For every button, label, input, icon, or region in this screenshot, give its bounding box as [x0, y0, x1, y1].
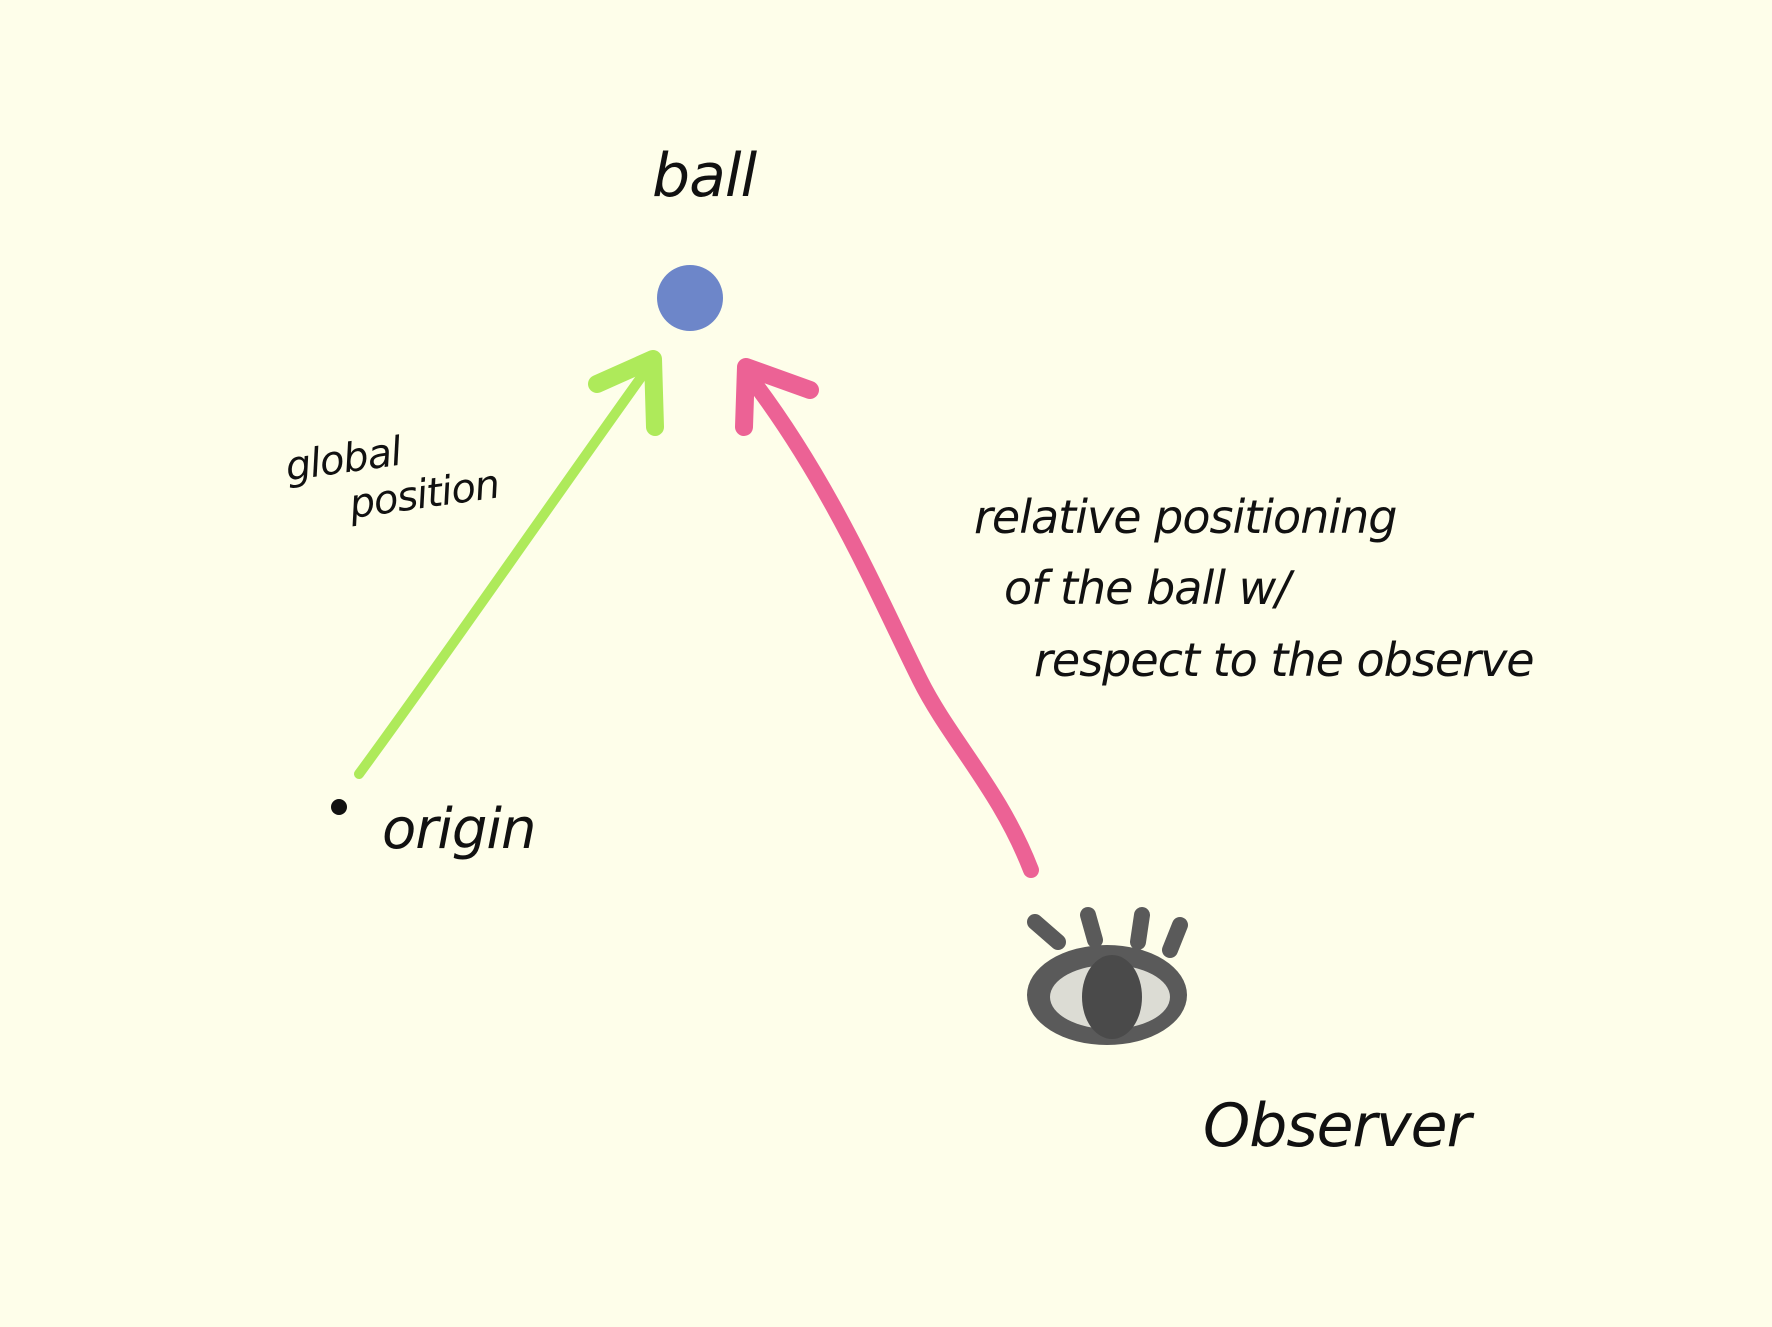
relative-position-label: relative positioning of the ball w/ resp…: [974, 482, 1535, 696]
relative-line-1: relative positioning: [974, 490, 1397, 544]
ball-label: ball: [652, 141, 757, 211]
relative-line-2: of the ball w/: [1004, 561, 1291, 616]
observer-label: Observer: [1203, 1091, 1471, 1161]
origin-label: origin: [382, 797, 536, 862]
relative-position-arrow: [735, 358, 1039, 878]
origin-point: [331, 799, 347, 815]
relative-line-3: respect to the observe: [1034, 632, 1535, 687]
ball: [657, 265, 723, 331]
eye-icon: [1027, 907, 1188, 1045]
global-position-arrow: [354, 350, 664, 779]
